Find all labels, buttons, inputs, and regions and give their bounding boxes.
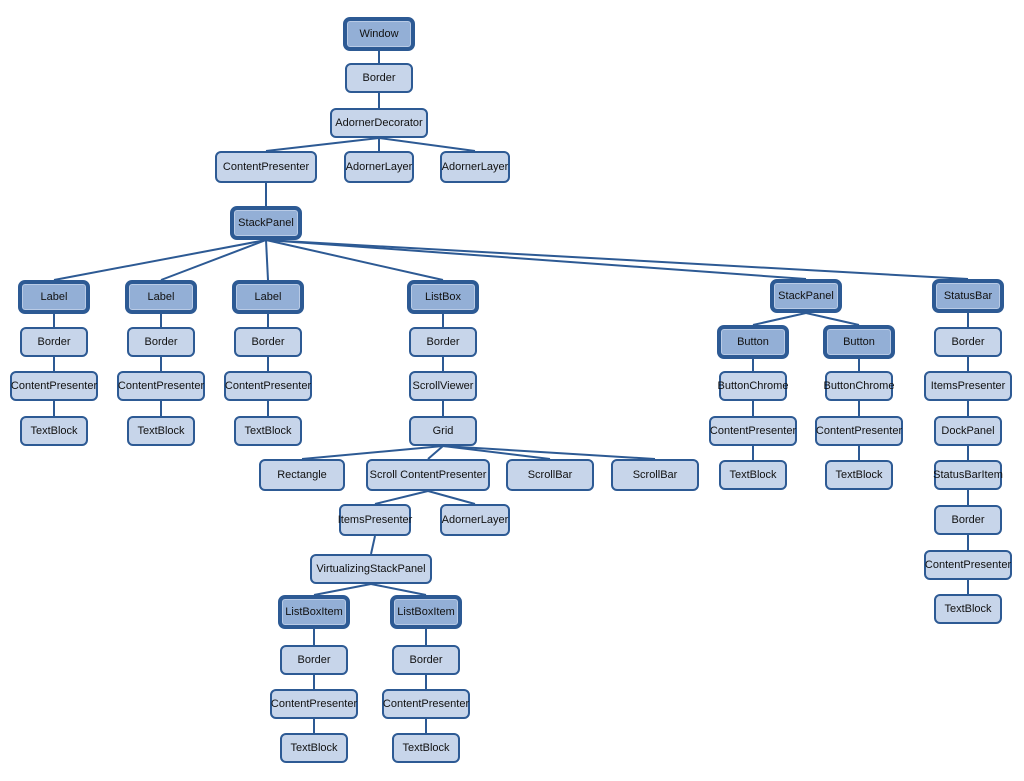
edge-stackpanel-main-to-statusbar [265, 239, 969, 280]
node-button-2-chrome: ButtonChrome [824, 371, 894, 401]
node-statusbar: StatusBar [932, 279, 1004, 313]
node-grid: Grid [409, 416, 477, 446]
node-label-3: Label [232, 280, 304, 314]
node-button-1: Button [717, 325, 789, 359]
node-label-2-tb: TextBlock [127, 416, 195, 446]
edge-stackpanel-main-to-label-3 [265, 239, 269, 281]
node-statusbar-ip: ItemsPresenter [924, 371, 1012, 401]
node-label-3-cp: ContentPresenter [224, 371, 312, 401]
edge-stackpanel-main-to-label-1 [53, 239, 267, 281]
node-listbox-border: Border [409, 327, 477, 357]
edge-grid-to-scroll-cp [427, 445, 444, 460]
node-statusbar-border: Border [934, 327, 1002, 357]
node-label-1-border: Border [20, 327, 88, 357]
edge-stackpanel-main-to-listbox [265, 239, 444, 281]
node-adornerlayer-3: AdornerLayer [440, 504, 510, 536]
node-button-1-tb: TextBlock [719, 460, 787, 490]
node-scrollbar-2: ScrollBar [611, 459, 699, 491]
node-stackpanel-main: StackPanel [230, 206, 302, 240]
node-listbox: ListBox [407, 280, 479, 314]
edge-vsp-to-lbi-2 [370, 583, 427, 596]
node-rectangle: Rectangle [259, 459, 345, 491]
node-contentpresenter-root: ContentPresenter [215, 151, 317, 183]
edge-stackpanel-main-to-label-2 [160, 239, 267, 281]
node-button-2-cp: ContentPresenter [815, 416, 903, 446]
edge-vsp-to-lbi-1 [313, 583, 372, 596]
node-scrollviewer: ScrollViewer [409, 371, 477, 401]
node-statusbaritem: StatusBarItem [933, 460, 1003, 490]
node-lbi-2-tb: TextBlock [392, 733, 460, 763]
node-lbi-1-tb: TextBlock [280, 733, 348, 763]
node-label-3-border: Border [234, 327, 302, 357]
edge-stackpanel-2-to-button-2 [805, 312, 860, 326]
node-lbi-1-border: Border [280, 645, 348, 675]
node-lbi-2: ListBoxItem [390, 595, 462, 629]
node-label-1-cp: ContentPresenter [10, 371, 98, 401]
edge-grid-to-scrollbar-1 [442, 445, 551, 460]
node-vsp: VirtualizingStackPanel [310, 554, 432, 584]
node-statusbaritem-cp: ContentPresenter [924, 550, 1012, 580]
node-label-2: Label [125, 280, 197, 314]
node-button-2-tb: TextBlock [825, 460, 893, 490]
node-adornerlayer-1: AdornerLayer [344, 151, 414, 183]
node-label-3-tb: TextBlock [234, 416, 302, 446]
node-lbi-1: ListBoxItem [278, 595, 350, 629]
node-border-1: Border [345, 63, 413, 93]
node-button-1-cp: ContentPresenter [709, 416, 797, 446]
node-button-1-chrome: ButtonChrome [718, 371, 788, 401]
node-label-2-cp: ContentPresenter [117, 371, 205, 401]
node-statusbaritem-tb: TextBlock [934, 594, 1002, 624]
edge-grid-to-scrollbar-2 [442, 445, 656, 460]
node-lbi-2-border: Border [392, 645, 460, 675]
edge-scroll-cp-to-itemspresenter-lb [374, 490, 429, 505]
node-label-1: Label [18, 280, 90, 314]
edge-adornerdecorator-to-adornerlayer-2 [378, 137, 476, 152]
node-lbi-2-cp: ContentPresenter [382, 689, 470, 719]
node-statusbaritem-border: Border [934, 505, 1002, 535]
edge-adornerdecorator-to-contentpresenter-root [265, 137, 380, 152]
edge-stackpanel-2-to-button-1 [752, 312, 807, 326]
node-adornerdecorator: AdornerDecorator [330, 108, 428, 138]
node-scrollbar-1: ScrollBar [506, 459, 594, 491]
edge-itemspresenter-lb-to-vsp [370, 535, 376, 555]
edge-stackpanel-main-to-stackpanel-2 [265, 239, 807, 280]
node-adornerlayer-2: AdornerLayer [440, 151, 510, 183]
node-lbi-1-cp: ContentPresenter [270, 689, 358, 719]
edge-scroll-cp-to-adornerlayer-3 [427, 490, 476, 505]
edge-grid-to-rectangle [301, 445, 444, 460]
node-label-2-border: Border [127, 327, 195, 357]
node-scroll-cp: Scroll ContentPresenter [366, 459, 490, 491]
node-stackpanel-2: StackPanel [770, 279, 842, 313]
node-button-2: Button [823, 325, 895, 359]
node-window: Window [343, 17, 415, 51]
node-label-1-tb: TextBlock [20, 416, 88, 446]
node-itemspresenter-lb: ItemsPresenter [338, 504, 412, 536]
node-dockpanel: DockPanel [934, 416, 1002, 446]
